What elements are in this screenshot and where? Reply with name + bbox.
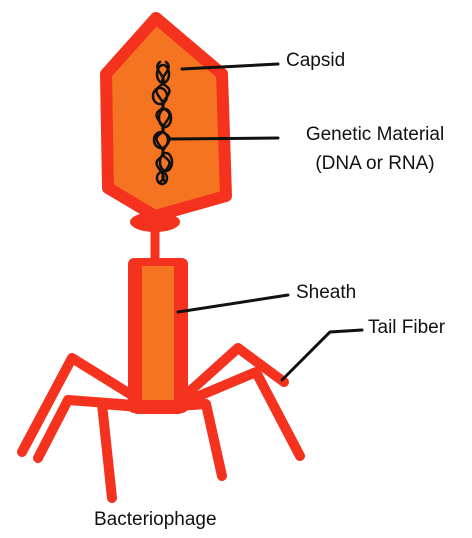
tail-fiber-right-inner [178, 404, 222, 476]
diagram-caption: Bacteriophage [94, 509, 217, 532]
capsid-label: Capsid [286, 50, 345, 73]
sheath-inner [142, 266, 174, 408]
genetic-material-label-line1: Genetic Material [285, 124, 465, 147]
tail-fiber-left-inner [102, 404, 150, 498]
tail-fiber-label: Tail Fiber [368, 317, 445, 340]
tail-fiber-leader [282, 330, 362, 380]
sheath [128, 258, 188, 414]
genetic-material-label-line2: (DNA or RNA) [285, 153, 465, 176]
capsid-head [106, 18, 226, 216]
base-plate [132, 400, 184, 414]
sheath-label: Sheath [296, 282, 356, 305]
genetic-material-label: Genetic Material (DNA or RNA) [285, 124, 465, 176]
sheath-leader [178, 295, 288, 312]
genetic-material-leader [170, 138, 278, 139]
